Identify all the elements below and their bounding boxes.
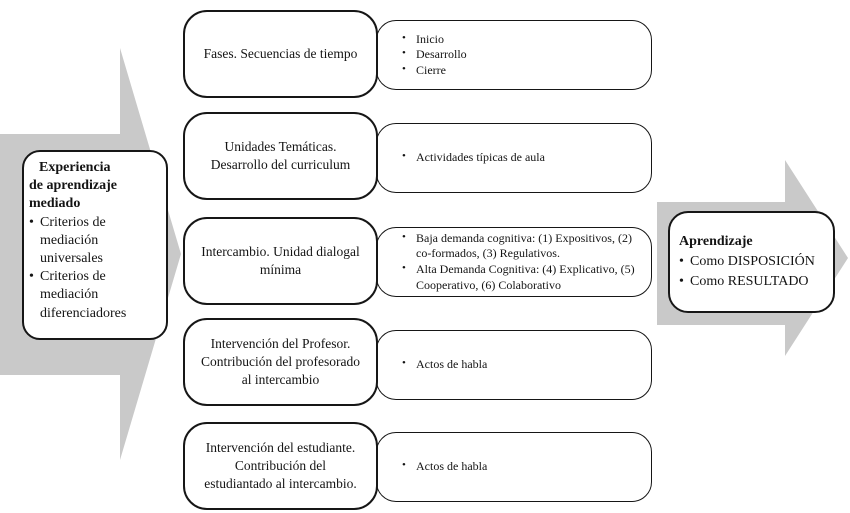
mediated-experience-box: Experiencia de aprendizaje mediado • Cri… <box>22 150 168 340</box>
list-item-text: Actividades típicas de aula <box>416 150 545 165</box>
row-label-intervencion-profesor: Intervención del Profesor. Contribución … <box>183 318 378 406</box>
list-item: • Actos de habla <box>401 357 635 373</box>
bullet-icon: • <box>402 357 406 370</box>
learning-title: Aprendizaje <box>679 234 753 250</box>
list-item: • Criterios de mediación diferenciadores <box>29 268 161 323</box>
row-content-intervencion-profesor: • Actos de habla <box>376 330 652 400</box>
row-content-fases: • Inicio • Desarrollo • Cierre <box>376 20 652 90</box>
list-item: • Alta Demanda Cognitiva: (4) Explicativo… <box>401 262 635 293</box>
bullet-list: • Actos de habla <box>401 357 635 373</box>
list-item: • Inicio <box>401 32 635 48</box>
bullet-icon: • <box>679 254 684 270</box>
list-item-text: Actos de habla <box>416 459 488 474</box>
list-item-text: Inicio <box>416 31 444 46</box>
list-item-text: Baja demanda cognitiva: (1) Expositivos,… <box>416 230 632 261</box>
list-item: • Cierre <box>401 63 635 79</box>
list-item-text: Desarrollo <box>416 47 467 62</box>
bullet-icon: • <box>402 230 406 243</box>
list-item: • Como DISPOSICIÓN <box>679 252 829 272</box>
list-item: • Criterios de mediación universales <box>29 214 161 269</box>
bullet-list: • Baja demanda cognitiva: (1) Expositivos… <box>401 231 635 293</box>
mediated-experience-title: Experiencia de aprendizaje mediado <box>29 160 118 212</box>
learning-box: Aprendizaje • Como DISPOSICIÓN • Como RE… <box>668 211 835 313</box>
bullet-list: • Inicio • Desarrollo • Cierre <box>401 32 635 79</box>
list-item-text: Alta Demanda Cognitiva: (4) Explicativo,… <box>416 262 635 292</box>
list-item: • Baja demanda cognitiva: (1) Expositivos… <box>401 231 635 262</box>
bullet-icon: • <box>402 150 406 163</box>
list-item-text: Como RESULTADO <box>690 273 809 289</box>
row-label-intercambio: Intercambio. Unidad dialogal mínima <box>183 217 378 305</box>
bullet-list: • Actividades típicas de aula <box>401 150 635 166</box>
list-item: • Desarrollo <box>401 47 635 63</box>
list-item-text: Actos de habla <box>416 357 488 372</box>
row-content-intervencion-estudiante: • Actos de habla <box>376 432 652 502</box>
bullet-icon: • <box>402 459 406 472</box>
list-item-text: Como DISPOSICIÓN <box>690 254 815 270</box>
list-item-text: Cierre <box>416 62 446 77</box>
list-item: • Como RESULTADO <box>679 272 829 292</box>
list-item: • Actos de habla <box>401 459 635 475</box>
mediated-experience-bullet-list: • Criterios de mediación universales • C… <box>29 214 161 323</box>
bullet-icon: • <box>402 47 406 60</box>
bullet-icon: • <box>402 31 406 44</box>
bullet-list: • Actos de habla <box>401 459 635 475</box>
bullet-icon: • <box>402 62 406 75</box>
row-content-intercambio: • Baja demanda cognitiva: (1) Expositivos… <box>376 227 652 297</box>
row-label-fases: Fases. Secuencias de tiempo <box>183 10 378 98</box>
bullet-icon: • <box>679 273 684 289</box>
list-item-text: Criterios de mediación diferenciadores <box>40 269 127 321</box>
row-label-unidades-tematicas: Unidades Temáticas. Desarrollo del curri… <box>183 112 378 200</box>
row-label-intervencion-estudiante: Intervención del estudiante. Contribució… <box>183 422 378 510</box>
row-content-unidades-tematicas: • Actividades típicas de aula <box>376 123 652 193</box>
list-item-text: Criterios de mediación universales <box>40 214 106 266</box>
bullet-icon: • <box>29 269 34 285</box>
learning-bullet-list: • Como DISPOSICIÓN • Como RESULTADO <box>679 252 829 292</box>
list-item: • Actividades típicas de aula <box>401 150 635 166</box>
bullet-icon: • <box>402 262 406 274</box>
bullet-icon: • <box>29 214 34 230</box>
